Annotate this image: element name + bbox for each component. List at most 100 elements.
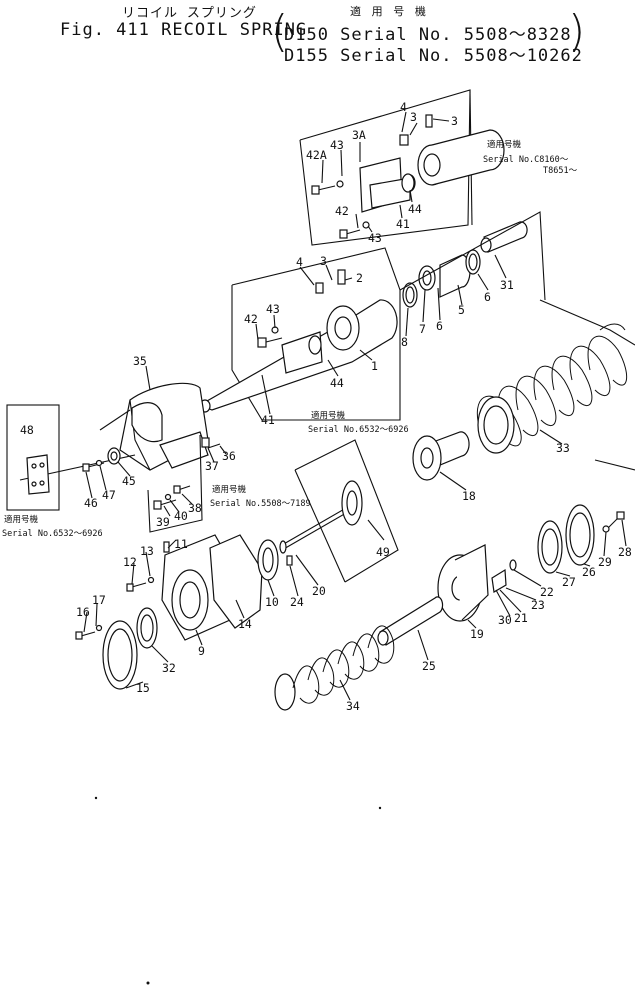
part-labels: 4 3 3 43 3A 42A 44 42 43 41 31 4 3 2 6 5… bbox=[20, 100, 632, 713]
right-bracket: ) bbox=[568, 6, 586, 57]
part-label: 22 bbox=[540, 585, 554, 599]
note-a-line-1: 適用号機 bbox=[487, 139, 522, 150]
part-label: 35 bbox=[133, 354, 147, 368]
part-label: 3 bbox=[410, 110, 417, 124]
part-label: 10 bbox=[265, 595, 279, 609]
part-label: 45 bbox=[122, 474, 136, 488]
note-a-line-3: T8651～ bbox=[543, 166, 578, 176]
part-label: 44 bbox=[408, 202, 422, 216]
note-b: 適用号機 Serial No.6532～6926 bbox=[308, 410, 409, 435]
left-inset bbox=[6, 404, 60, 511]
part-label: 14 bbox=[238, 617, 252, 631]
serial-line-1: D150 Serial No. 5508～8328 bbox=[284, 25, 572, 45]
note-b-line-1: 適用号機 bbox=[311, 410, 346, 421]
part-label: 44 bbox=[330, 376, 344, 390]
note-c-line-2: Serial No.5508～7189 bbox=[210, 499, 311, 509]
part-label: 25 bbox=[422, 659, 436, 673]
part-label: 12 bbox=[123, 555, 137, 569]
part-label: 18 bbox=[462, 489, 476, 503]
part-label: 41 bbox=[396, 217, 410, 231]
part-label: 31 bbox=[500, 278, 514, 292]
large-spring bbox=[476, 299, 635, 471]
part-label: 7 bbox=[419, 322, 426, 336]
part-label: 16 bbox=[76, 605, 90, 619]
housing-assembly bbox=[75, 534, 279, 690]
part-label: 42 bbox=[335, 204, 349, 218]
note-c: 適用号機 Serial No.5508～7189 bbox=[210, 484, 311, 509]
part-label: 37 bbox=[205, 459, 219, 473]
title-japanese: リコイル スプリング bbox=[122, 6, 257, 21]
part-label: 11 bbox=[174, 537, 188, 551]
part-label: 2 bbox=[356, 271, 363, 285]
part-label: 43 bbox=[330, 138, 344, 152]
part-label: 19 bbox=[470, 627, 484, 641]
speck bbox=[146, 981, 150, 985]
part-label: 4 bbox=[296, 255, 303, 269]
part-label: 21 bbox=[514, 611, 528, 625]
part-label: 38 bbox=[188, 501, 202, 515]
part-label: 17 bbox=[92, 593, 106, 607]
figure-title: Fig. 411 RECOIL SPRING bbox=[60, 20, 308, 40]
note-b-line-2: Serial No.6532～6926 bbox=[308, 425, 409, 435]
part-label: 9 bbox=[198, 644, 205, 658]
lower-left-inset bbox=[147, 434, 203, 533]
middle-inset-outline bbox=[231, 247, 401, 421]
part-label: 34 bbox=[346, 699, 360, 713]
part-label: 20 bbox=[312, 584, 326, 598]
note-d: 適用号機 Serial No.6532～6926 bbox=[2, 514, 103, 539]
part-label: 32 bbox=[162, 661, 176, 675]
part-label: 6 bbox=[436, 319, 443, 333]
spring-seat bbox=[412, 431, 470, 481]
left-bracket: ( bbox=[271, 6, 289, 57]
part-label: 1 bbox=[371, 359, 378, 373]
note-d-line-1: 適用号機 bbox=[4, 514, 39, 525]
part-label: 3A bbox=[352, 128, 366, 142]
part-label: 4 bbox=[400, 100, 407, 114]
note-d-line-2: Serial No.6532～6926 bbox=[2, 529, 103, 539]
part-label: 15 bbox=[136, 681, 150, 695]
part-label: 13 bbox=[140, 544, 154, 558]
part-label: 23 bbox=[531, 598, 545, 612]
note-a-line-2: Serial No.C8160～ bbox=[483, 155, 569, 165]
rod-and-plate bbox=[279, 439, 399, 583]
part-label: 49 bbox=[376, 545, 390, 559]
part-label: 48 bbox=[20, 423, 34, 437]
ring-parts bbox=[399, 211, 546, 308]
speck bbox=[378, 806, 382, 810]
upper-inset-parts bbox=[311, 114, 505, 239]
serial-line-2: D155 Serial No. 5508～10262 bbox=[284, 46, 583, 66]
cover-box bbox=[19, 382, 221, 481]
applicable-models-label: 適 用 号 機 bbox=[350, 5, 428, 18]
part-label: 42 bbox=[244, 312, 258, 326]
part-label: 43 bbox=[368, 231, 382, 245]
part-label: 41 bbox=[261, 413, 275, 427]
part-label: 3 bbox=[320, 254, 327, 268]
part-label: 33 bbox=[556, 441, 570, 455]
part-label: 28 bbox=[618, 545, 632, 559]
part-label: 3 bbox=[451, 114, 458, 128]
part-label: 27 bbox=[562, 575, 576, 589]
small-spring bbox=[274, 625, 395, 711]
part-label: 30 bbox=[498, 613, 512, 627]
part-label: 24 bbox=[290, 595, 304, 609]
leader-lines bbox=[83, 111, 627, 701]
part-label: 43 bbox=[266, 302, 280, 316]
speck bbox=[94, 796, 98, 800]
small-fasteners bbox=[82, 447, 121, 472]
part-label: 8 bbox=[401, 335, 408, 349]
part-label: 46 bbox=[84, 496, 98, 510]
note-c-line-1: 適用号機 bbox=[212, 484, 247, 495]
part-label: 42A bbox=[306, 148, 327, 162]
lower-right-parts bbox=[377, 504, 625, 646]
part-label: 39 bbox=[156, 515, 170, 529]
part-label: 36 bbox=[222, 449, 236, 463]
cylinder-assembly bbox=[198, 269, 398, 413]
part-label: 47 bbox=[102, 488, 116, 502]
part-label: 40 bbox=[174, 509, 188, 523]
part-label: 26 bbox=[582, 565, 596, 579]
part-label: 5 bbox=[458, 303, 465, 317]
note-a: 適用号機 Serial No.C8160～ T8651～ bbox=[483, 139, 578, 176]
part-label: 29 bbox=[598, 555, 612, 569]
